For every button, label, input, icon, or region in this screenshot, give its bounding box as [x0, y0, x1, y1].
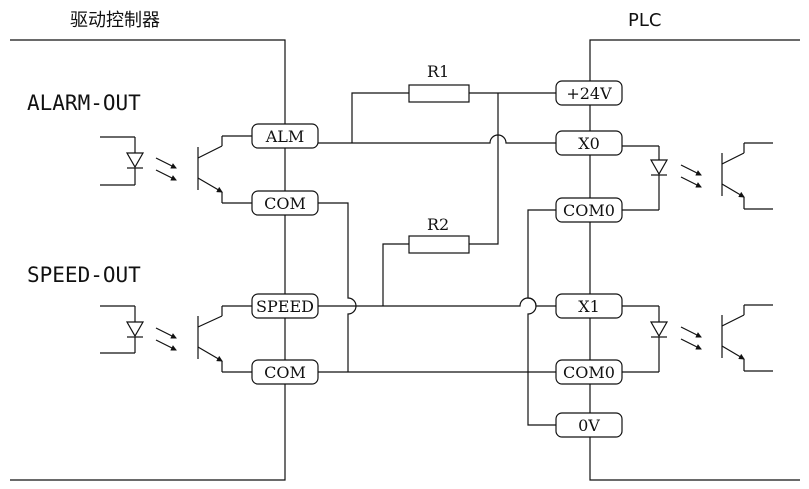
speed-led-icon [100, 305, 145, 354]
plc-x0-optocoupler [622, 142, 773, 211]
plc-x0-phototransistor-icon [721, 142, 773, 210]
terminal-speed: SPEED [251, 293, 319, 319]
resistor-r1: R1 [408, 62, 470, 103]
plc-x0-led-icon [622, 145, 669, 211]
terminal-24v-label: +24V [566, 84, 612, 103]
plc-housing-outline [589, 39, 800, 481]
terminal-alm-label: ALM [265, 127, 305, 146]
speed-optocoupler [100, 305, 252, 373]
terminal-com-2: COM [251, 359, 319, 385]
resistor-r1-label: R1 [427, 62, 449, 81]
terminal-com0-1-label: COM0 [563, 201, 615, 220]
terminal-x1: X1 [555, 293, 623, 319]
wire-r2-speed [382, 243, 409, 306]
wire-speed-x1 [318, 297, 556, 307]
plc-title: PLC [628, 10, 661, 31]
speed-out-label: SPEED-OUT [27, 263, 141, 287]
alarm-led-icon [100, 136, 145, 186]
terminal-0v: 0V [555, 412, 623, 438]
plc-x1-led-icon [622, 305, 669, 373]
alarm-optocoupler [100, 135, 252, 204]
terminal-com-1: COM [251, 190, 319, 216]
wire-com1-com2 [318, 202, 357, 372]
plc-x0-light-arrows-icon [680, 164, 702, 188]
terminal-com-2-label: COM [264, 363, 306, 382]
terminal-alm: ALM [251, 123, 319, 149]
resistor-r2-label: R2 [427, 215, 449, 234]
wire-com0-0v [527, 209, 556, 426]
wire-alm-x0 [318, 134, 556, 144]
driver-housing-outline [10, 39, 286, 481]
alarm-light-arrows-icon [155, 157, 177, 181]
terminal-com0-2-label: COM0 [563, 363, 615, 382]
driver-controller-title: 驱动控制器 [70, 10, 160, 31]
terminal-com0-2: COM0 [555, 359, 623, 385]
terminal-24v: +24V [555, 80, 623, 106]
terminal-0v-label: 0V [578, 416, 600, 435]
terminal-x1-label: X1 [578, 297, 600, 316]
alarm-phototransistor-icon [197, 135, 252, 204]
terminal-speed-label: SPEED [256, 297, 314, 316]
plc-x1-light-arrows-icon [680, 326, 702, 350]
terminal-x0: X0 [555, 130, 623, 156]
interconnect-wires [318, 92, 556, 426]
alarm-out-label: ALARM-OUT [27, 91, 141, 115]
speed-light-arrows-icon [155, 327, 177, 351]
speed-phototransistor-icon [197, 305, 252, 373]
resistor-r2: R2 [408, 215, 470, 254]
terminal-x0-label: X0 [578, 134, 600, 153]
terminal-com-1-label: COM [264, 194, 306, 213]
plc-x1-optocoupler [622, 304, 773, 373]
wire-24v-r2 [469, 93, 499, 245]
wire-alm-r1 [351, 92, 409, 143]
plc-x1-phototransistor-icon [721, 304, 773, 372]
terminal-com0-1: COM0 [555, 197, 623, 223]
